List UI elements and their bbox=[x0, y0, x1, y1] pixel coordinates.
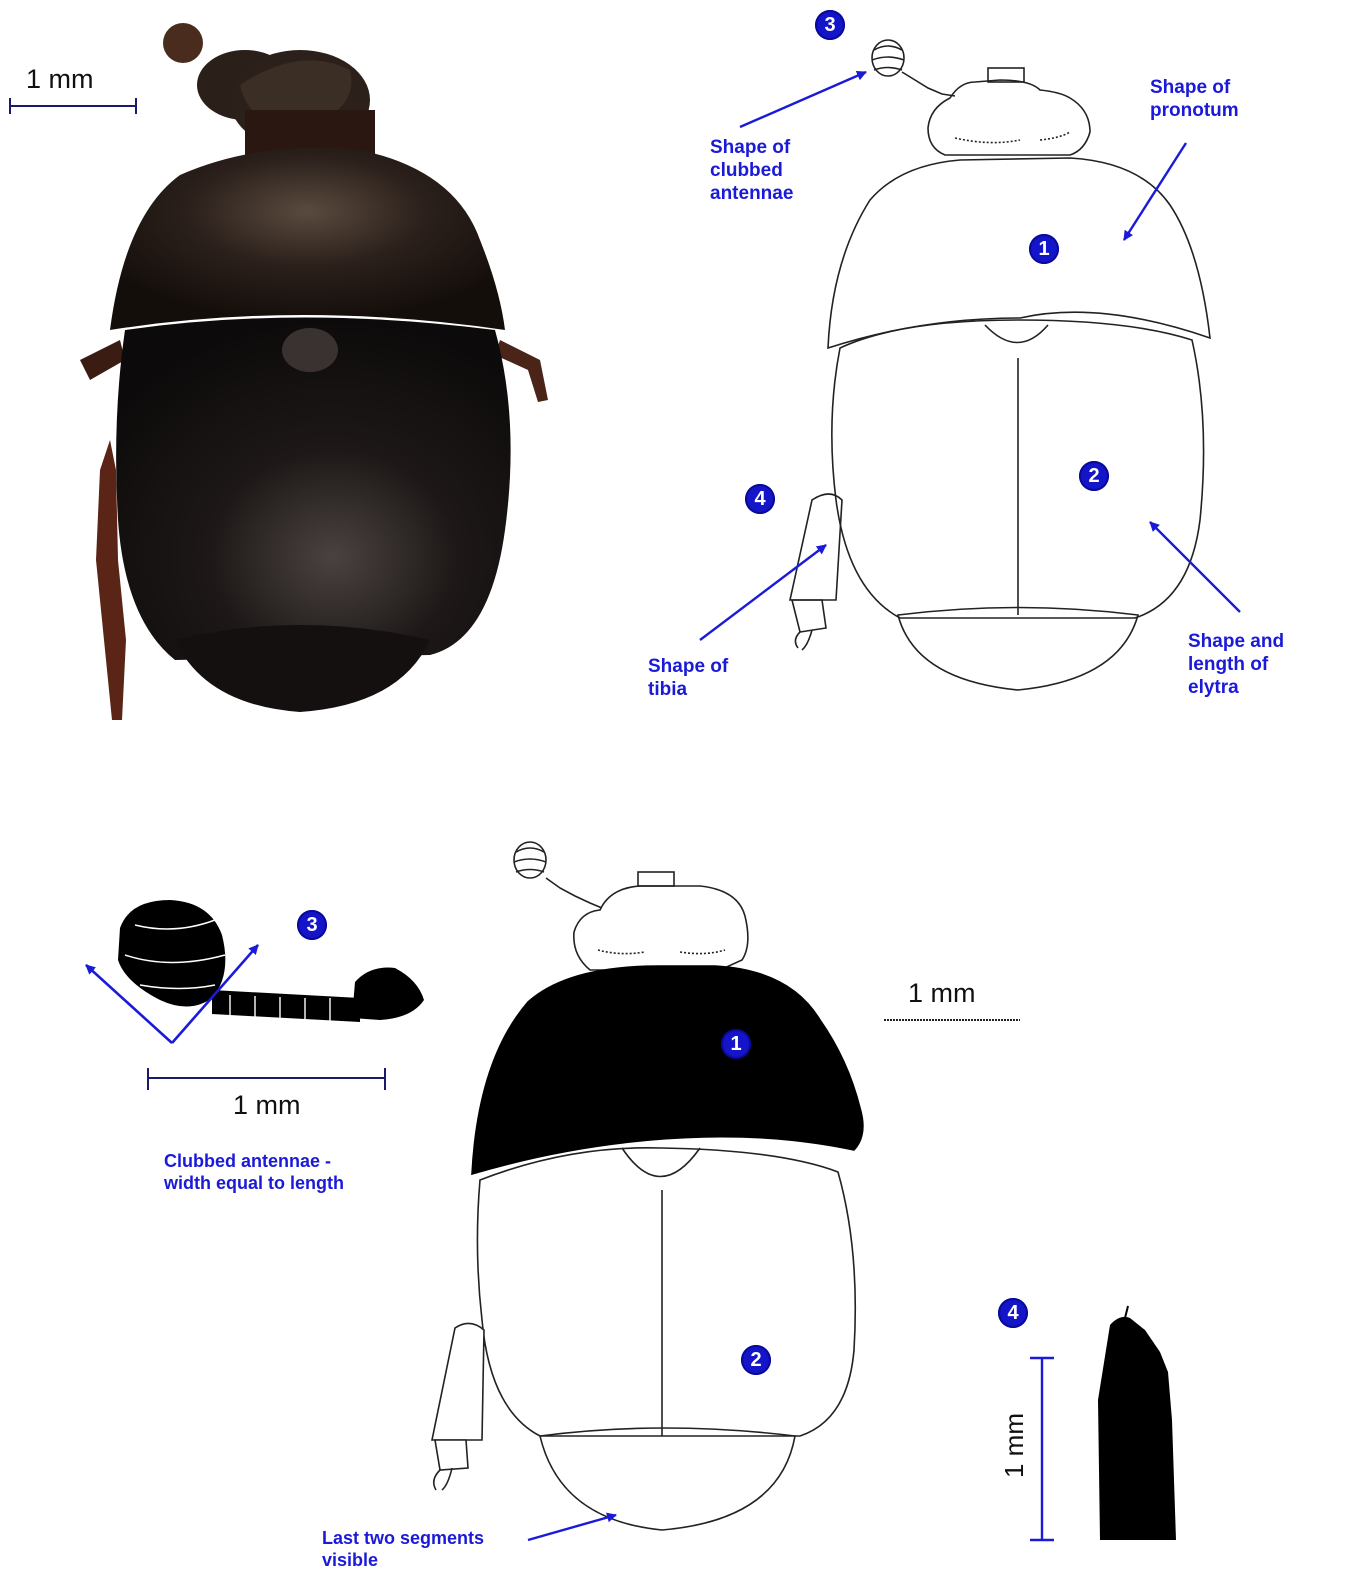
tibia-scale-label: 1 mm bbox=[999, 1413, 1030, 1478]
label-pronotum: Shape of pronotum bbox=[1150, 76, 1239, 122]
bottom-badge-1: 1 bbox=[721, 1029, 751, 1059]
label-antennae: Shape of clubbed antennae bbox=[710, 136, 793, 205]
label-tibia: Shape of tibia bbox=[648, 655, 728, 701]
bottom-badge-2: 2 bbox=[741, 1345, 771, 1375]
top-badge-4: 4 bbox=[745, 484, 775, 514]
body-scale-label: 1 mm bbox=[908, 978, 976, 1009]
bottom-badge-3: 3 bbox=[297, 910, 327, 940]
bottom-badge-4: 4 bbox=[998, 1298, 1028, 1328]
top-badge-3: 3 bbox=[815, 10, 845, 40]
segments-caption: Last two segments visible bbox=[322, 1527, 484, 1571]
label-elytra: Shape and length of elytra bbox=[1188, 630, 1284, 699]
antenna-scale-label: 1 mm bbox=[233, 1090, 301, 1121]
top-badge-1: 1 bbox=[1029, 234, 1059, 264]
photo-scale-label: 1 mm bbox=[26, 64, 94, 95]
top-badge-2: 2 bbox=[1079, 461, 1109, 491]
antenna-caption: Clubbed antennae - width equal to length bbox=[164, 1150, 344, 1194]
